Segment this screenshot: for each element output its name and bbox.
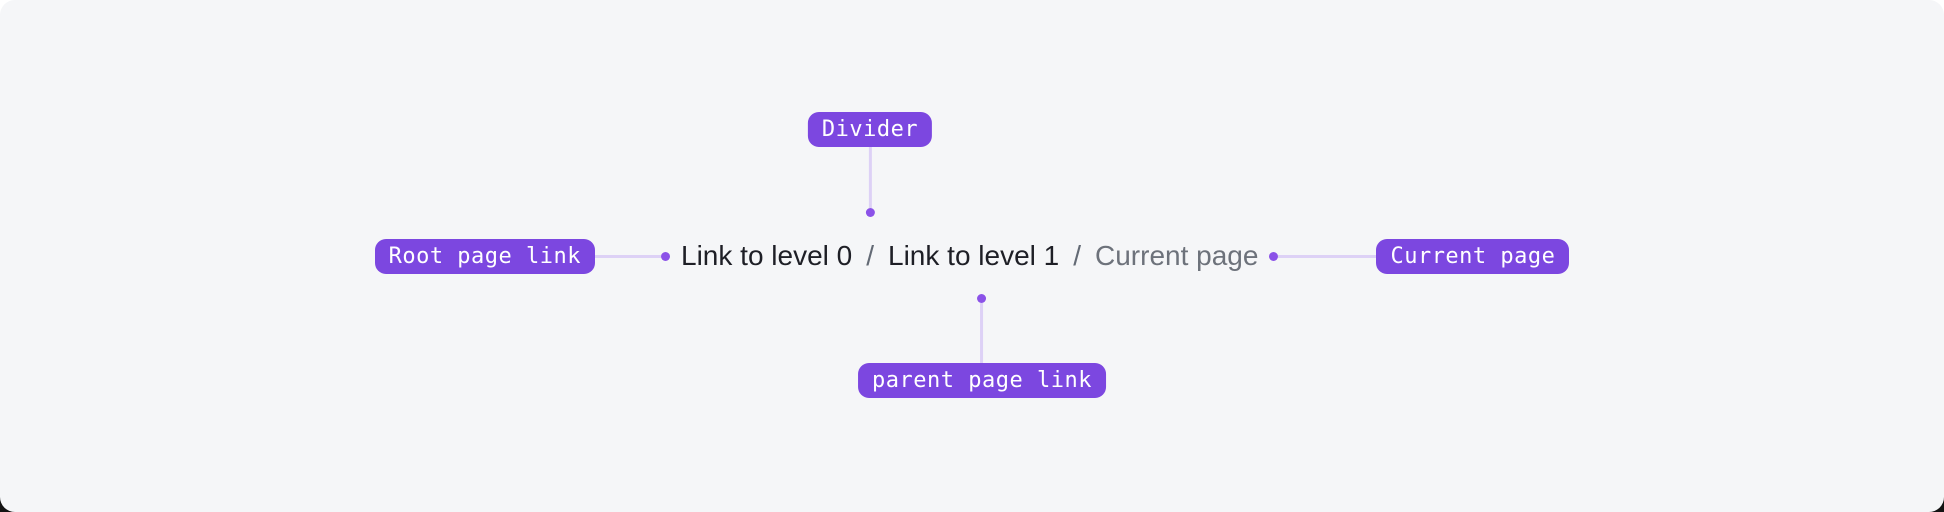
connector-dot: [661, 251, 671, 261]
breadcrumb-row: Root page link Link to level 0 / Link to…: [0, 238, 1944, 274]
annotation-divider: Divider: [807, 112, 933, 217]
breadcrumb-divider: /: [866, 240, 875, 271]
breadcrumb: Link to level 0 / Link to level 1 / Curr…: [681, 240, 1258, 272]
connector-dot: [1269, 251, 1279, 261]
annotation-parent: parent page link: [858, 294, 1106, 398]
breadcrumb-link-level-0[interactable]: Link to level 0: [681, 240, 853, 271]
annotation-pill-current: Current page: [1376, 238, 1570, 274]
breadcrumb-divider: /: [1073, 240, 1082, 271]
annotation-pill-root: Root page link: [374, 238, 596, 274]
connector-line-vertical: [868, 147, 872, 208]
connector-dot: [865, 208, 875, 217]
annotation-pill-parent: parent page link: [858, 363, 1106, 398]
connector-line-vertical: [980, 303, 984, 363]
annotation-pill-divider: Divider: [807, 112, 933, 147]
connector-line-horizontal: [595, 254, 662, 258]
connector-line-horizontal: [1278, 254, 1377, 258]
breadcrumb-current-page: Current page: [1095, 240, 1259, 271]
breadcrumb-link-level-1[interactable]: Link to level 1: [888, 240, 1060, 271]
connector-dot: [977, 294, 987, 303]
